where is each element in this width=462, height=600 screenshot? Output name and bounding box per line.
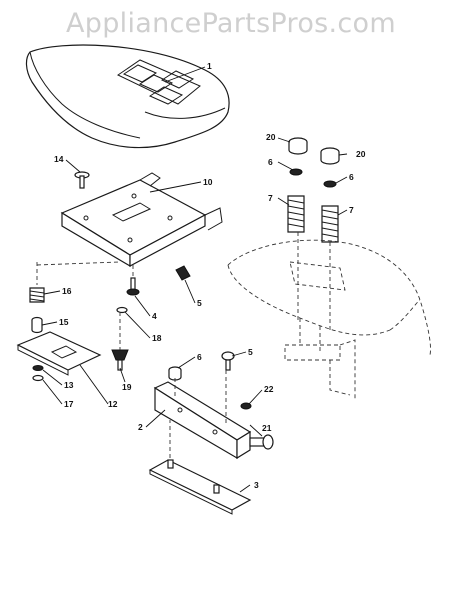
washer-part-17[interactable] (32, 374, 44, 382)
callout-5-a: 5 (197, 298, 202, 308)
spring-part-7-b[interactable] (321, 205, 339, 243)
bushing-part-15[interactable] (31, 316, 43, 334)
assembly-lines (36, 261, 227, 458)
spring-part-16[interactable] (29, 287, 45, 303)
callout-17: 17 (64, 399, 74, 409)
callout-5-b: 5 (248, 347, 253, 357)
callout-2: 2 (138, 422, 143, 432)
callout-12: 12 (108, 399, 118, 409)
watermark: AppliancePartsPros.com (66, 8, 396, 39)
callout-10: 10 (203, 177, 213, 187)
callout-15: 15 (59, 317, 69, 327)
slide-rail-part-12[interactable] (16, 331, 102, 376)
fender-body (227, 232, 431, 400)
callout-7-b: 7 (349, 205, 354, 215)
spacer-part-20-b[interactable] (320, 147, 340, 165)
callout-7-a: 7 (268, 193, 273, 203)
callout-1: 1 (207, 61, 212, 71)
shoulder-bolt-part-21[interactable] (249, 434, 274, 450)
spacer-part-20-a[interactable] (288, 137, 308, 155)
seat-part[interactable] (25, 44, 230, 149)
nut-part-13[interactable] (32, 365, 44, 371)
bolt-part-4[interactable] (126, 277, 140, 296)
callout-6-a: 6 (197, 352, 202, 362)
callout-14: 14 (54, 154, 64, 164)
callout-6-b: 6 (268, 157, 273, 167)
nut-part-22[interactable] (240, 402, 252, 410)
callout-20-a: 20 (266, 132, 276, 142)
callout-21: 21 (262, 423, 272, 433)
callout-13: 13 (64, 380, 74, 390)
callout-22: 22 (264, 384, 274, 394)
callout-6-c: 6 (349, 172, 354, 182)
callout-18: 18 (152, 333, 162, 343)
bolt-part-5-b[interactable] (221, 351, 235, 371)
callout-3: 3 (254, 480, 259, 490)
callout-16: 16 (62, 286, 72, 296)
mounting-plate-part-3[interactable] (148, 459, 252, 515)
callout-19: 19 (122, 382, 132, 392)
bolt-part-5-a[interactable] (175, 265, 191, 281)
leader-lines (41, 66, 348, 493)
nut-part-6-b[interactable] (323, 180, 337, 188)
washer-part-18[interactable] (116, 306, 128, 314)
nut-part-6-a[interactable] (289, 168, 303, 176)
callout-4: 4 (152, 311, 157, 321)
callout-20-b: 20 (356, 149, 366, 159)
hinge-bracket-part-2[interactable] (153, 381, 252, 460)
bolt-part-14[interactable] (74, 171, 90, 189)
knob-part-19[interactable] (111, 349, 129, 371)
seat-pan-part[interactable] (60, 172, 223, 268)
spring-part-7-a[interactable] (287, 195, 305, 233)
callout-labels: 1 2 3 4 5 5 6 6 6 7 7 10 12 13 14 15 16 … (54, 61, 366, 490)
